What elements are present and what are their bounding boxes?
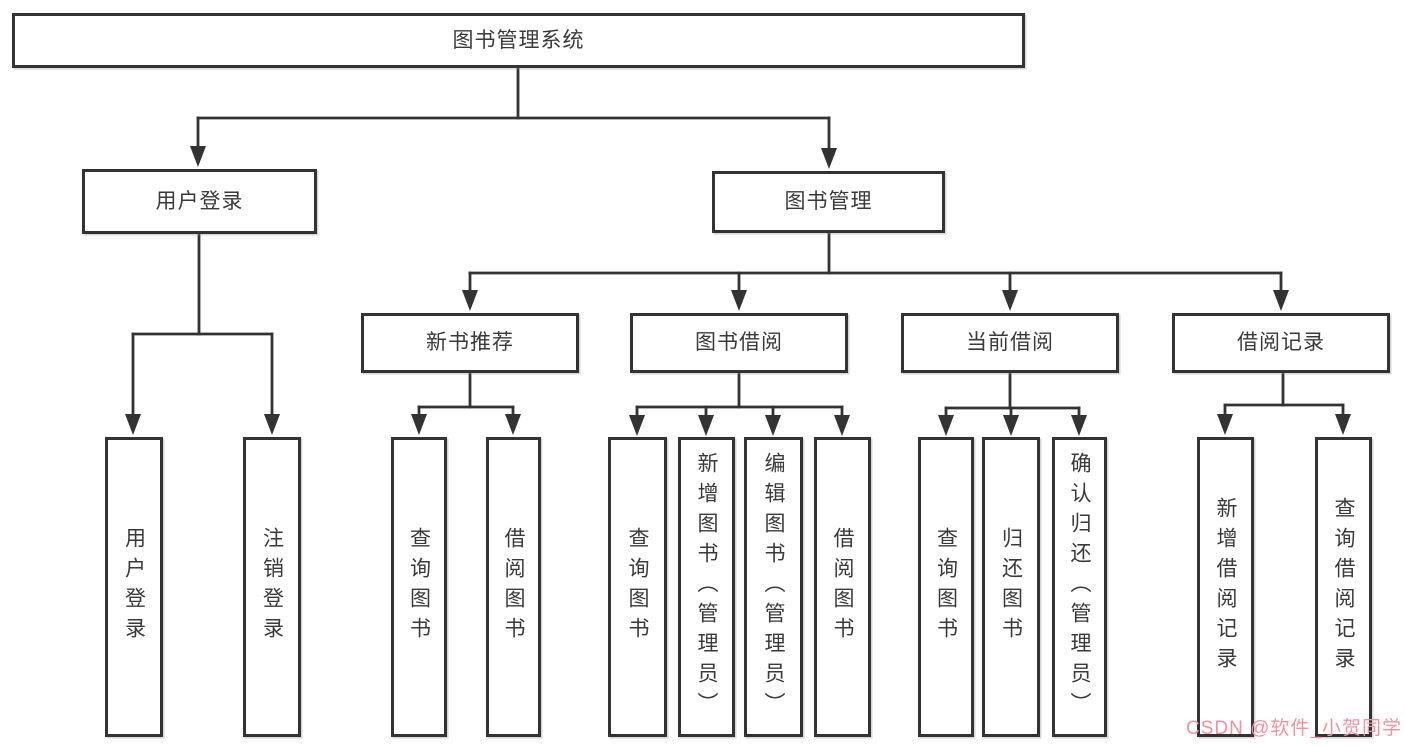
- leaf-borrow-edit-books-admin: 编辑图书（管理员）: [744, 437, 803, 737]
- node-user-login-label: 用户登录: [155, 189, 244, 213]
- node-root-label: 图书管理系统: [452, 28, 585, 52]
- node-borrow-records-label: 借阅记录: [1237, 331, 1325, 355]
- node-book-borrow: 图书借阅: [630, 313, 848, 373]
- leaf-records-query-borrow-record: 查询借阅记录: [1315, 437, 1372, 737]
- node-book-management-label: 图书管理: [784, 190, 873, 214]
- leaf-current-return-books-label: 归还图书: [999, 527, 1023, 647]
- leaf-records-add-borrow-record-label: 新增借阅记录: [1214, 497, 1238, 677]
- leaf-logout-label: 注销登录: [260, 527, 284, 647]
- leaf-borrow-edit-books-admin-label: 编辑图书（管理员）: [762, 452, 786, 722]
- node-book-management: 图书管理: [712, 171, 945, 233]
- leaf-borrow-query-books-label: 查询图书: [626, 527, 650, 647]
- leaf-current-query-books-label: 查询图书: [934, 527, 958, 647]
- leaf-current-return-books: 归还图书: [982, 437, 1040, 737]
- leaf-recommend-borrow-books: 借阅图书: [486, 437, 541, 737]
- leaf-recommend-query-books: 查询图书: [391, 437, 447, 737]
- leaf-user-login: 用户登录: [105, 437, 163, 737]
- leaf-borrow-query-books: 查询图书: [608, 437, 667, 737]
- leaf-borrow-add-books-admin-label: 新增图书（管理员）: [695, 452, 719, 722]
- leaf-current-query-books: 查询图书: [918, 437, 974, 737]
- node-user-login: 用户登录: [82, 169, 317, 234]
- leaf-records-query-borrow-record-label: 查询借阅记录: [1332, 497, 1356, 677]
- node-borrow-records: 借阅记录: [1172, 313, 1390, 373]
- node-current-borrow-label: 当前借阅: [966, 331, 1054, 355]
- leaf-borrow-add-books-admin: 新增图书（管理员）: [678, 437, 735, 737]
- leaf-current-confirm-return-admin: 确认归还（管理员）: [1052, 437, 1107, 737]
- node-book-borrow-label: 图书借阅: [695, 331, 783, 355]
- leaf-current-confirm-return-admin-label: 确认归还（管理员）: [1068, 452, 1092, 722]
- leaf-recommend-query-books-label: 查询图书: [407, 527, 431, 647]
- node-root: 图书管理系统: [12, 13, 1025, 68]
- leaf-borrow-borrow-books-label: 借阅图书: [831, 527, 855, 647]
- node-new-book-recommend-label: 新书推荐: [426, 331, 514, 355]
- leaf-borrow-borrow-books: 借阅图书: [814, 437, 871, 737]
- csdn-watermark: CSDN @软件_小贺同学: [1186, 718, 1402, 739]
- leaf-user-login-label: 用户登录: [122, 527, 146, 647]
- leaf-logout: 注销登录: [243, 437, 301, 737]
- node-new-book-recommend: 新书推荐: [361, 313, 579, 373]
- leaf-records-add-borrow-record: 新增借阅记录: [1197, 437, 1254, 737]
- leaf-recommend-borrow-books-label: 借阅图书: [502, 527, 526, 647]
- node-current-borrow: 当前借阅: [901, 313, 1119, 373]
